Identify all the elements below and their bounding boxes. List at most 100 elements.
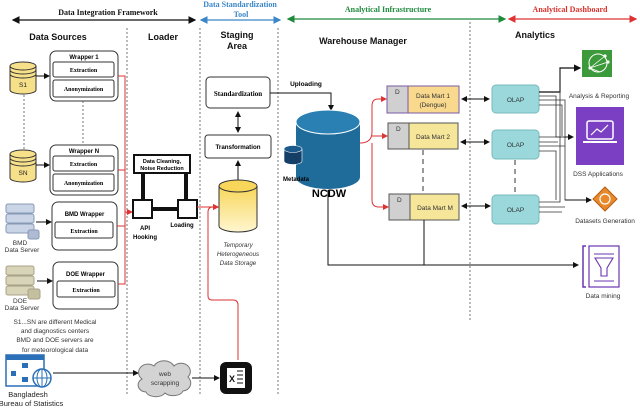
bmd-server-label-line2: Data Server [5, 247, 41, 254]
wrapper-1: Wrapper 1 Extraction Anonymization [49, 50, 119, 102]
datasets-generation-label: Datasets Generation [575, 218, 635, 225]
wrapper-n-title: Wrapper N [69, 149, 99, 155]
doe-server-label: DOE [13, 298, 28, 305]
section-data-sources: Data Sources [29, 32, 87, 42]
mart-label: Data Mart 2 [416, 134, 450, 141]
loading-node [177, 199, 198, 219]
ncdw-database-icon [295, 109, 361, 189]
bmd-server-label: BMD [13, 240, 28, 247]
analysis-reporting-icon[interactable] [582, 50, 612, 77]
olap-label: OLAP [507, 207, 524, 214]
note-line: and diagnostics centers [21, 328, 90, 335]
api-hooking-node [132, 199, 153, 219]
analysis-reporting-label: Analysis & Reporting [569, 93, 630, 100]
storage-label-line2: Heterogeneous [217, 251, 259, 258]
standardization-box: Standardization [205, 76, 271, 109]
s1-label: S1 [19, 82, 27, 89]
storage-label-line3: Data Storage [220, 260, 257, 267]
temporary-storage-database-icon [218, 179, 258, 233]
web-scraping-cloud-icon: web scrapping [137, 360, 192, 398]
doe-wrapper-extraction: Extraction [72, 288, 100, 294]
section-staging: Staging [221, 30, 254, 40]
hooking-label: Hooking [133, 235, 157, 241]
mart-d-label: D [395, 89, 400, 96]
olap-1[interactable]: OLAP [491, 84, 540, 114]
metadata-database-icon [283, 145, 303, 165]
web-scraping-label: web [158, 371, 171, 378]
sn-label: SN [18, 170, 27, 177]
data-mining-icon[interactable] [582, 245, 620, 288]
transformation-box: Transformation [204, 134, 272, 159]
olap-label: OLAP [507, 97, 524, 104]
note-line: BMD and DOE servers are [16, 337, 94, 344]
uploading-arrow [270, 92, 334, 111]
source-s1-database-icon: S1 [9, 61, 37, 95]
mart-label: Data Mart M [417, 205, 453, 212]
dss-applications-label: DSS Applications [573, 171, 624, 178]
mart-d-label: D [396, 126, 401, 133]
bbs-label-line2: Bureau of Statistics [0, 399, 64, 408]
doe-server-icon [5, 265, 41, 300]
doe-wrapper: DOE Wrapper Extraction [52, 261, 119, 310]
source-sn-database-icon: SN [9, 149, 37, 183]
section-warehouse-manager: Warehouse Manager [319, 36, 407, 46]
wrapper-1-extraction: Extraction [70, 68, 98, 74]
note-line: for meteorological data [22, 347, 89, 354]
datasets-generation-icon[interactable] [592, 186, 618, 212]
wrapper-n-anonymization: Anonymization [64, 181, 104, 187]
header-standardization-line2: Tool [234, 10, 250, 19]
section-loader: Loader [148, 32, 179, 42]
excel-file-icon: X [220, 362, 252, 394]
transformation-label: Transformation [215, 144, 260, 151]
data-cleaning-label: Data Cleaning, [143, 159, 182, 165]
svg-text:X: X [229, 374, 235, 384]
uploading-label: Uploading [290, 81, 322, 88]
ncdw-to-data-mining-line [327, 190, 579, 268]
header-standardization: Data Standardization [203, 0, 277, 9]
data-mart-m[interactable]: D Data Mart M [388, 193, 460, 221]
excel-to-staging-line [207, 204, 239, 360]
data-mart-2[interactable]: D Data Mart 2 [387, 122, 459, 150]
data-mart-1[interactable]: D Data Mart 1 (Dengue) [386, 85, 460, 114]
data-cleaning-label-line2: Noise Reduction [140, 166, 184, 172]
standardization-label: Standardization [214, 90, 262, 98]
wrappers-collector-line [117, 75, 126, 285]
olap-m[interactable]: OLAP [491, 194, 540, 225]
bbs-website-icon [5, 354, 52, 388]
olap-label: OLAP [507, 142, 524, 149]
ncdw-to-martm-arrow [371, 143, 389, 210]
note-line: S1...SN are different Medical [14, 319, 98, 326]
bmd-server-icon [5, 203, 40, 240]
dss-applications-icon[interactable] [576, 107, 624, 165]
mart-label: Data Mart 1 [416, 93, 450, 100]
loader-pipeline: Data Cleaning, Noise Reduction API Hooki… [132, 154, 198, 241]
wrapper-1-title: Wrapper 1 [69, 55, 99, 61]
bbs-label: Bangladesh [8, 390, 48, 399]
bmd-wrapper: BMD Wrapper Extraction [51, 201, 118, 251]
ncdw-label: NCDW [312, 188, 347, 200]
ncdw-to-mart1-arrow [359, 96, 387, 144]
header-infrastructure: Analytical Infrastructure [345, 5, 432, 14]
wrapper-n-extraction: Extraction [70, 162, 98, 168]
loading-label: Loading [170, 223, 194, 229]
doe-server-label-line2: Data Server [5, 305, 41, 312]
sources-note: S1...SN are different Medical and diagno… [14, 319, 98, 354]
olap-2[interactable]: OLAP [491, 129, 540, 160]
bmd-wrapper-extraction: Extraction [70, 229, 98, 235]
data-mining-label: Data mining [586, 293, 621, 300]
header-integration: Data Integration Framework [58, 8, 158, 17]
mart-label-line2: (Dengue) [419, 102, 446, 109]
doe-wrapper-title: DOE Wrapper [66, 272, 106, 278]
wrapper-1-anonymization: Anonymization [64, 87, 104, 93]
storage-label: Temporary [223, 242, 253, 249]
wrapper-n: Wrapper N Extraction Anonymization [49, 144, 119, 196]
web-scraping-label-line2: scrapping [151, 380, 180, 387]
mart-d-label: D [397, 197, 402, 204]
api-label: API [140, 226, 150, 232]
olap-output-connectors [539, 64, 592, 213]
bmd-wrapper-title: BMD Wrapper [65, 212, 105, 218]
section-analytics: Analytics [515, 30, 555, 40]
section-staging-line2: Area [227, 41, 248, 51]
metadata-label: Metadata [283, 177, 310, 183]
